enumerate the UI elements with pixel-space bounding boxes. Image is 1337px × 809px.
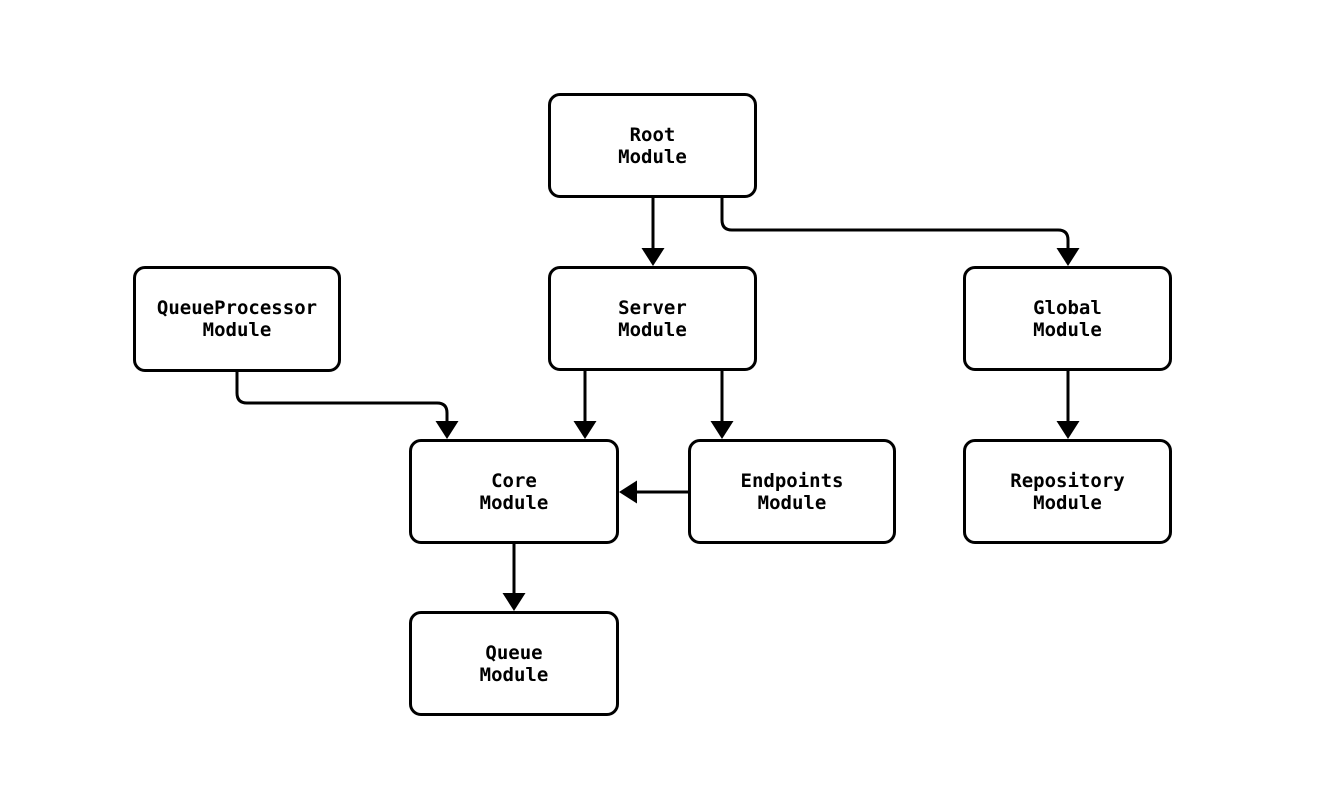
node-label-line: Repository — [1010, 469, 1125, 492]
node-label-line: Module — [1033, 318, 1102, 341]
node-root-module: Root Module — [548, 93, 757, 198]
edge-root-to-global — [720, 198, 1080, 266]
edge-server-to-core — [573, 371, 597, 439]
node-label-line: Module — [202, 319, 272, 341]
node-label-line: QueueProcessor — [156, 297, 318, 319]
node-label-line: Core — [491, 469, 537, 492]
node-label-line: Endpoints — [740, 469, 844, 492]
node-label-line: Module — [479, 491, 549, 514]
node-repository-module: Repository Module — [963, 439, 1172, 544]
node-label-line: Module — [757, 491, 827, 514]
node-label-line: Global — [1033, 296, 1102, 319]
edge-core-to-queue — [502, 544, 526, 611]
node-endpoints-module: Endpoints Module — [688, 439, 896, 544]
edge-server-to-endpoints — [710, 371, 734, 439]
node-label-line: Server — [618, 296, 687, 319]
node-label-line: Module — [1033, 491, 1102, 514]
node-label-line: Module — [479, 663, 549, 686]
node-label-line: Queue — [485, 641, 543, 664]
edge-queueprocessor-to-core — [235, 372, 459, 439]
node-queue-module: Queue Module — [409, 611, 619, 716]
node-label-line: Root — [629, 123, 676, 146]
node-core-module: Core Module — [409, 439, 619, 544]
node-label-line: Module — [618, 145, 687, 168]
node-server-module: Server Module — [548, 266, 757, 371]
node-global-module: Global Module — [963, 266, 1172, 371]
node-queueprocessor-module: QueueProcessor Module — [133, 266, 341, 372]
edge-endpoints-to-core — [619, 480, 688, 504]
edge-global-to-repository — [1056, 371, 1080, 439]
edge-root-to-server — [641, 198, 665, 266]
node-label-line: Module — [618, 318, 687, 341]
